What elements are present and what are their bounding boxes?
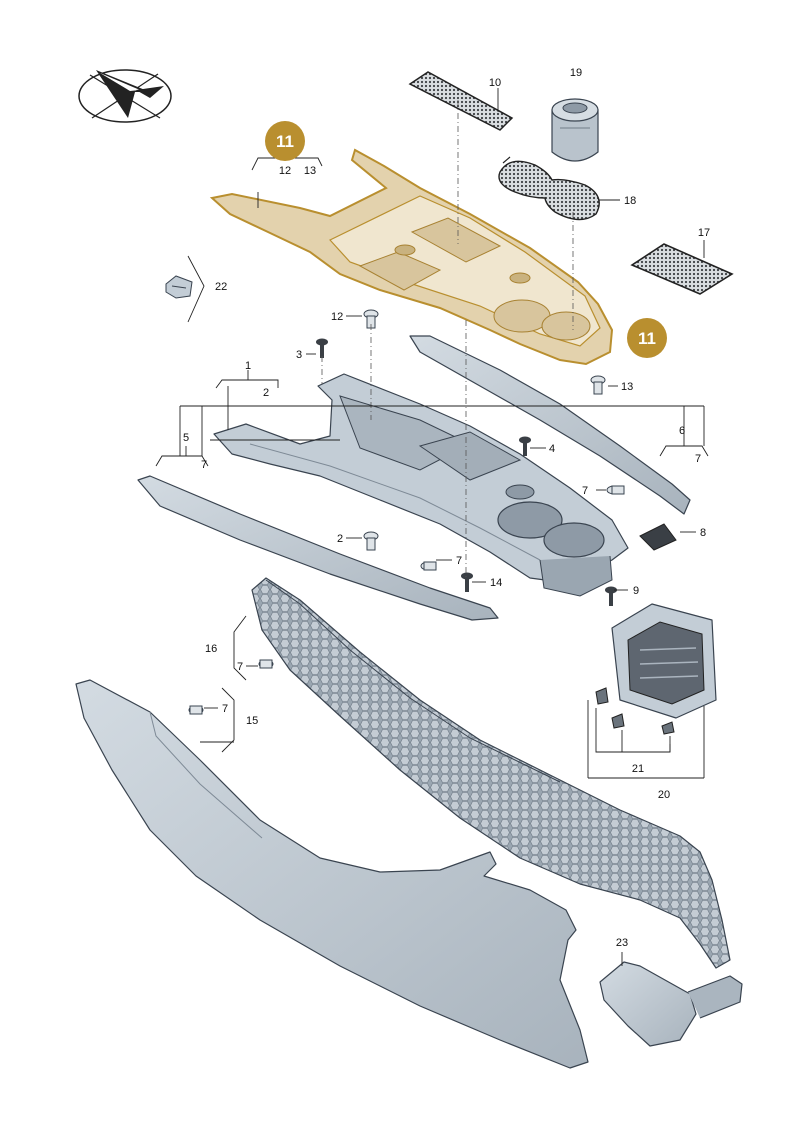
label-p1: 1 (245, 360, 251, 372)
badge-11-right: 11 (627, 318, 667, 358)
label-p7e: 7 (237, 661, 243, 673)
clip-7d-icon (188, 705, 204, 715)
clip-2-icon (363, 531, 379, 551)
part-20-rear-vent (595, 603, 717, 735)
label-p19: 19 (570, 67, 582, 79)
label-p17: 17 (698, 227, 710, 239)
label-p14: 14 (490, 577, 502, 589)
label-p12a: 12 (279, 165, 291, 177)
clip-13-icon (590, 375, 606, 395)
screw-9-icon (605, 586, 617, 606)
part-10-mesh-pad (408, 71, 514, 131)
label-p20: 20 (658, 789, 670, 801)
clip-7b-icon (420, 561, 437, 571)
part-5-left-trim (137, 475, 499, 621)
screw-3-icon (316, 338, 328, 358)
label-p7a: 7 (201, 459, 207, 471)
part-22-clip (165, 275, 193, 299)
assembly-lines (321, 100, 574, 580)
part-18-cupholder-mat (498, 156, 600, 221)
part-19-cup-insert (551, 98, 599, 162)
part-17-mesh-pad (630, 243, 734, 295)
clip-7a-icon (606, 485, 625, 495)
part-8-clip (639, 523, 677, 551)
leader-lines (155, 88, 709, 966)
label-p7c: 7 (582, 485, 588, 497)
part-15-lower-cover (75, 679, 589, 1069)
svg-text:11: 11 (276, 132, 294, 151)
label-p13b: 13 (621, 381, 633, 393)
label-p12b: 12 (331, 311, 343, 323)
label-p10: 10 (489, 77, 501, 89)
label-p23: 23 (616, 937, 628, 949)
label-p2a: 2 (263, 387, 269, 399)
part-1-console-frame (213, 373, 629, 597)
screw-4-icon (519, 436, 531, 456)
label-p6: 6 (679, 425, 685, 437)
label-p13a: 13 (304, 165, 316, 177)
part-23-trim-piece (599, 961, 743, 1047)
part-16-side-panel (251, 577, 731, 969)
clip-7c-icon (258, 659, 274, 669)
label-p2b: 2 (337, 533, 343, 545)
label-p3: 3 (296, 349, 302, 361)
label-p7d: 7 (456, 555, 462, 567)
label-p5: 5 (183, 432, 189, 444)
label-p22: 22 (215, 281, 227, 293)
label-p16: 16 (205, 643, 217, 655)
part-11-cover-trim (209, 148, 614, 366)
fasteners (188, 309, 625, 715)
part-6-right-trim (409, 335, 691, 515)
label-p9: 9 (633, 585, 639, 597)
svg-text:11: 11 (638, 329, 656, 348)
part-labels: 10 19 12 13 18 17 22 12 3 1 13 2 5 6 4 7… (183, 67, 710, 949)
screw-14-icon (461, 572, 473, 592)
label-p7f: 7 (222, 703, 228, 715)
label-p15: 15 (246, 715, 258, 727)
badge-11-top: 11 (265, 121, 305, 161)
label-p18: 18 (624, 195, 636, 207)
label-p8: 8 (700, 527, 706, 539)
label-p21: 21 (632, 763, 644, 775)
label-p4: 4 (549, 443, 555, 455)
orientation-arrow-icon (78, 69, 172, 123)
label-p7b: 7 (695, 453, 701, 465)
